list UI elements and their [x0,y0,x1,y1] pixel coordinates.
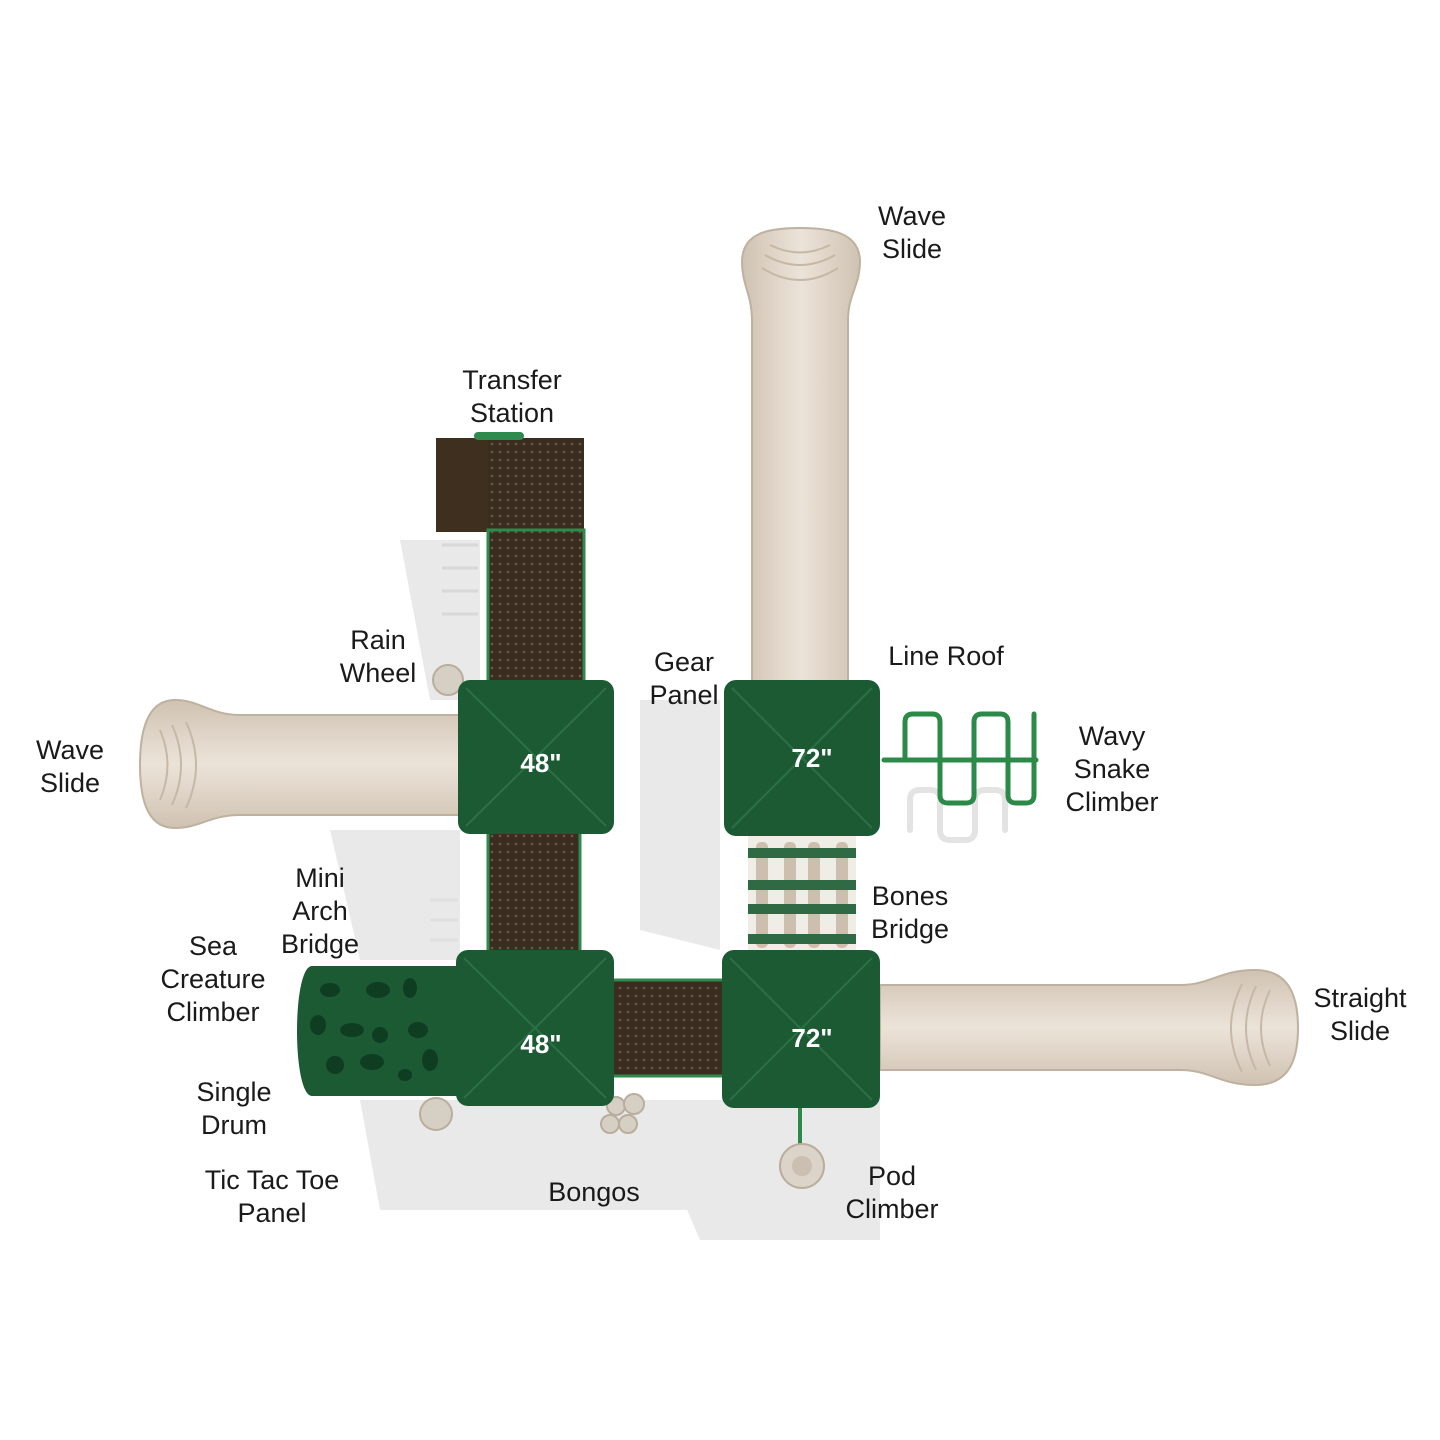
bongos [600,1093,645,1134]
single-drum [419,1097,453,1131]
pod-climber [779,1108,825,1189]
wavy-snake-climber [881,711,1039,843]
straight-slide [879,968,1300,1087]
bones-bridge [748,836,856,952]
roof-bottom-left: 48" [456,950,614,1106]
label-bongos: Bongos [548,1177,640,1207]
roof-size-top-right: 72" [791,743,832,773]
roof-top-right: 72" [724,680,880,836]
sea-creature-climber [297,966,460,1096]
mini-arch-bridge [430,830,582,956]
wave-slide-top [740,226,862,691]
label-line-roof: Line Roof [888,641,1004,671]
deck-lower [610,978,726,1078]
transfer-station [436,432,584,616]
roof-size-bottom-right: 72" [791,1023,832,1053]
wave-slide-left [138,698,461,830]
roof-size-bottom-left: 48" [520,1029,561,1059]
rain-wheel [432,664,464,696]
roof-size-top-left: 48" [520,748,561,778]
roof-top-left: 48" [458,680,614,834]
deck-upper [486,528,586,684]
roof-bottom-right: 72" [722,950,880,1108]
